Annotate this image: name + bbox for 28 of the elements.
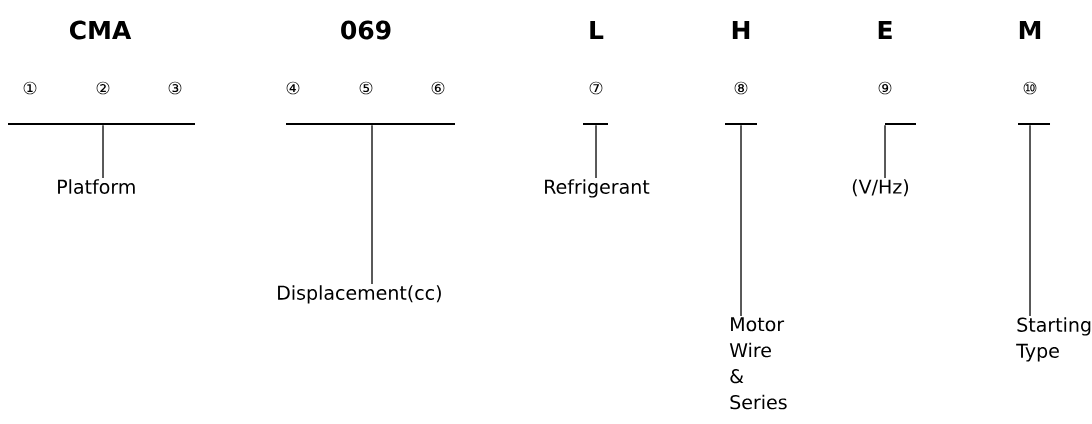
position-number: ① <box>23 81 37 95</box>
position-number: ③ <box>168 81 182 95</box>
position-number: ② <box>96 81 110 95</box>
code-letters: E <box>878 20 892 40</box>
field-label: Displacement(cc) <box>278 285 441 304</box>
field-label: Refrigerant <box>545 179 650 198</box>
position-number: ⑨ <box>878 81 892 95</box>
position-number: ⑤ <box>359 81 373 95</box>
position-number: ⑥ <box>431 81 445 95</box>
position-number: ④ <box>286 81 300 95</box>
field-label: (V/Hz) <box>852 179 909 197</box>
code-letters: CMA <box>69 20 132 40</box>
field-label: Platform <box>58 179 135 194</box>
connector-line <box>102 124 104 179</box>
connector-line <box>740 124 742 317</box>
field-label: Motor Wire & Series <box>729 317 787 410</box>
position-number: ⑧ <box>734 81 748 95</box>
connector-line <box>1029 124 1031 317</box>
connector-line <box>884 124 886 179</box>
field-label: Starting Type <box>1016 317 1091 362</box>
code-letters: M <box>1019 20 1041 40</box>
code-letters: 069 <box>341 20 391 40</box>
code-letters: H <box>732 20 750 40</box>
position-number: ⑩ <box>1023 81 1037 95</box>
connector-line <box>595 124 597 179</box>
connector-line <box>371 124 373 285</box>
code-letters: L <box>590 20 604 40</box>
position-number: ⑦ <box>589 81 603 95</box>
